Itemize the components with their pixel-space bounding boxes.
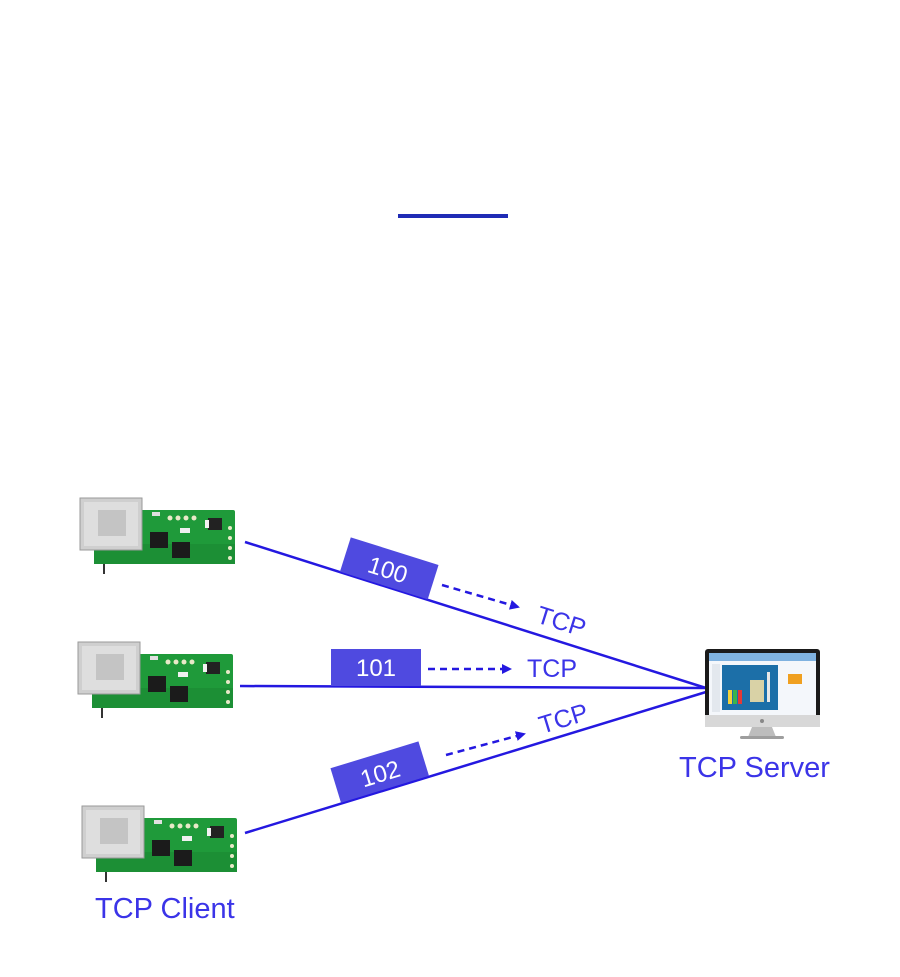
client-module-3 <box>81 805 238 883</box>
server-monitor-icon <box>705 649 820 739</box>
client-module-1 <box>79 497 236 575</box>
client-module-2 <box>77 641 234 719</box>
dashed-arrow-3 <box>445 731 526 757</box>
protocol-label-3: TCP <box>536 698 592 739</box>
title-underline <box>398 214 508 218</box>
tcp-server-label: TCP Server <box>679 752 830 784</box>
packet-102: 102 <box>330 741 429 803</box>
packet-label: 101 <box>356 655 396 682</box>
connection-line-3 <box>244 690 707 835</box>
packet-100: 100 <box>339 537 439 600</box>
packet-101: 101 <box>331 649 421 686</box>
protocol-label-2: TCP <box>527 655 577 683</box>
connection-line-1 <box>244 540 707 690</box>
tcp-client-label: TCP Client <box>95 893 235 925</box>
dashed-arrow-1 <box>441 583 520 610</box>
connection-line-2 <box>239 684 707 690</box>
